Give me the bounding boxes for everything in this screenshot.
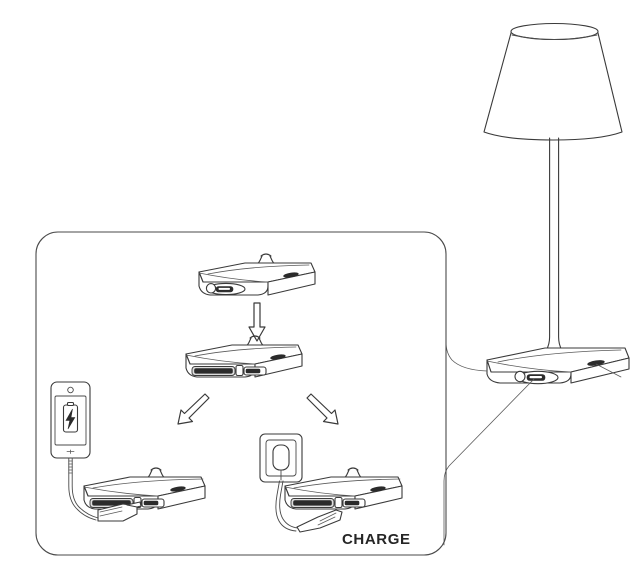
usb-adapter-icon xyxy=(272,444,290,481)
arrow-down-icon xyxy=(248,302,266,342)
step-lid-closed xyxy=(198,253,316,296)
outlet-charge-cable xyxy=(275,480,299,532)
arrow-down-right-icon xyxy=(306,393,339,425)
base-indicator xyxy=(587,360,605,366)
base-usb-port xyxy=(514,370,559,385)
base-indicator-left xyxy=(170,486,186,492)
charging-detail-panel xyxy=(35,231,447,556)
lamp-assembly xyxy=(443,22,630,546)
lamp-stem xyxy=(535,137,573,361)
smartphone xyxy=(50,381,91,459)
battery-charging-icon xyxy=(62,401,79,433)
step-charge-from-wall-outlet xyxy=(284,467,403,533)
wall-outlet-adapter xyxy=(259,433,303,483)
step-lid-open xyxy=(185,335,303,378)
usb-cable-connector xyxy=(296,509,343,533)
port-cover-closed xyxy=(205,282,246,296)
port-with-charge-plug xyxy=(290,496,366,509)
port-open xyxy=(191,364,267,377)
charge-label: CHARGE xyxy=(342,531,411,548)
phone-charge-cable xyxy=(68,457,99,521)
lamp-shade xyxy=(483,22,623,141)
step-charge-from-phone-powerbank xyxy=(83,467,206,522)
usb-a-connector xyxy=(97,501,142,522)
arrow-down-left-icon xyxy=(177,393,210,425)
callout-leader-lines xyxy=(443,255,622,546)
